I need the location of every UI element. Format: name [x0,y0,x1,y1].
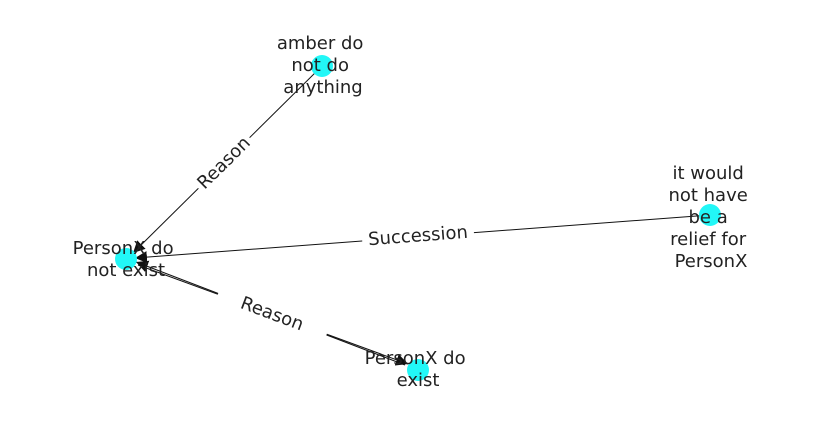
node-label-amber: amber do not do anything [277,33,369,98]
node-amber-do-not-do-anything [311,55,333,77]
node-label-relief: it would not have be a relief for Person… [668,163,753,272]
edge-label-succession: Succession [367,222,468,250]
node-label-personx-exist: PersonX do exist [365,348,472,391]
node-relief-for-personx [699,204,721,226]
edge-label-reason-bottom: Reason [238,293,307,336]
node-personx-do-not-exist [115,248,137,270]
node-label-personx-not-exist: PersonX do not exist [73,238,180,281]
edge-label-reason-top: Reason [193,132,254,193]
node-personx-do-exist [407,359,429,381]
